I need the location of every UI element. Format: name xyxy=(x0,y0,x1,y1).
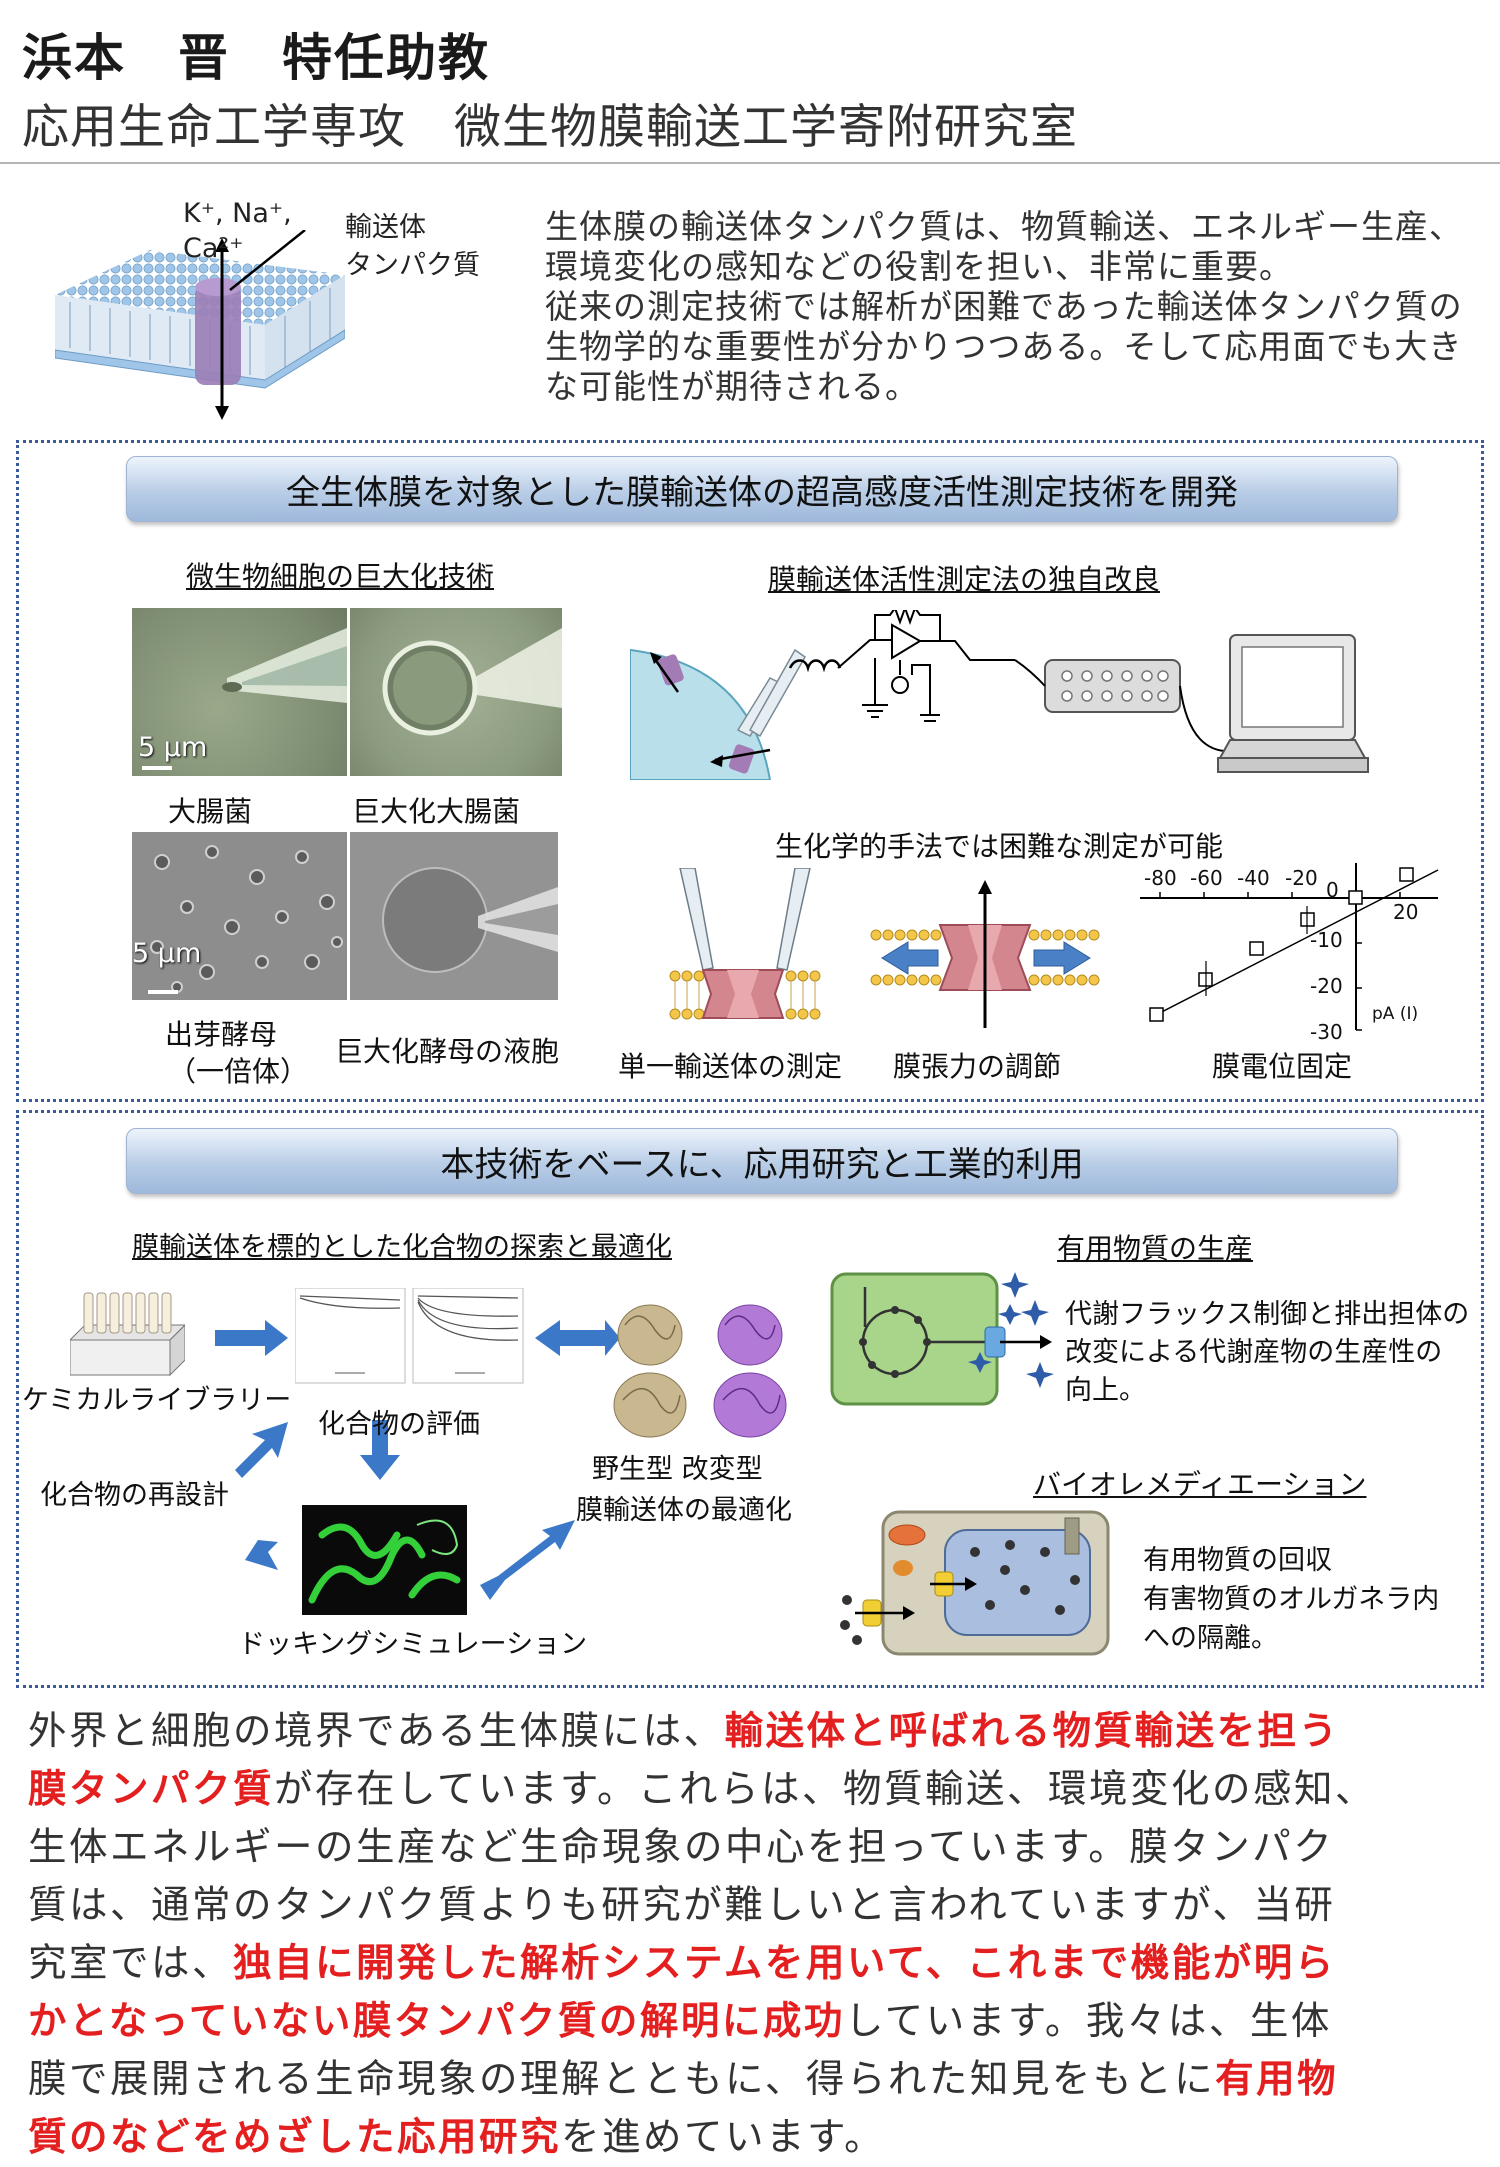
intro-text-line: 従来の測定技術では解析が困難であった輸送体タンパク質の xyxy=(545,287,1463,326)
micrograph-giant-yeast xyxy=(350,832,558,1000)
bioremediation-text-line: 有用物質の回収 xyxy=(1143,1545,1332,1576)
summary-highlight: 有用物 xyxy=(1215,2057,1339,2102)
iv-xtick: 0 xyxy=(1326,878,1339,902)
summary-highlight: 質のなどをめざした応用研究 xyxy=(28,2115,562,2160)
summary-text: が存在しています。これらは、物質輸送、環境変化の感知、 xyxy=(274,1767,1377,1812)
chem-library-label: ケミカルライブラリー xyxy=(22,1385,292,1416)
summary-line: 質は、通常のタンパク質よりも研究が難しいと言われていますが、当研 xyxy=(28,1874,1335,1930)
iv-curve-plot xyxy=(1140,863,1439,1031)
evaluation-label: 化合物の評価 xyxy=(318,1409,480,1440)
caption-single-transporter: 単一輸送体の測定 xyxy=(618,1050,843,1083)
summary-line: 究室では、独自に開発した解析システムを用いて、これまで機能が明ら xyxy=(28,1932,1336,1988)
compound-search-heading: 膜輸送体を標的とした化合物の探索と最適化 xyxy=(132,1232,672,1263)
page-title: 浜本 晋 特任助教 xyxy=(22,29,490,87)
scale-label: 5 μm xyxy=(132,938,202,969)
section-applied-research xyxy=(16,1110,1484,1688)
docking-label: ドッキングシミュレーション xyxy=(238,1629,588,1660)
summary-line: 膜タンパク質が存在しています。これらは、物質輸送、環境変化の感知、 xyxy=(28,1758,1376,1814)
protein-label: タンパク質 xyxy=(345,250,480,281)
chemical-library-icon xyxy=(70,1292,185,1377)
caption-giant-yeast: 巨大化酵母の液胞 xyxy=(335,1035,560,1068)
summary-text: 外界と細胞の境界である生体膜には、 xyxy=(28,1709,725,1754)
summary-line: かとなっていない膜タンパク質の解明に成功しています。我々は、生体 xyxy=(28,1990,1332,2046)
production-text-line: 改変による代謝産物の生産性の xyxy=(1065,1337,1443,1368)
caption-yeast: 出芽酵母 xyxy=(165,1018,278,1051)
production-heading: 有用物質の生産 xyxy=(1057,1232,1254,1265)
intro-text-line: な可能性が期待される。 xyxy=(545,367,919,406)
wild-mutant-label: 野生型 改変型 xyxy=(592,1454,763,1485)
bioremediation-heading: バイオレメディエーション xyxy=(1033,1468,1367,1501)
activity-measurement-heading: 膜輸送体活性測定法の独自改良 xyxy=(768,563,1161,596)
header-divider xyxy=(0,162,1500,164)
ion-label: Ca²⁺ xyxy=(183,233,244,264)
scale-bar xyxy=(142,766,172,770)
section-measurement-technology xyxy=(16,440,1484,1102)
iv-ylabel: pA (I) xyxy=(1372,1004,1419,1024)
intro-text-line: 環境変化の感知などの役割を担い、非常に重要。 xyxy=(545,247,1293,286)
single-transporter-diagram xyxy=(669,868,821,1020)
compound-workflow-arrows xyxy=(215,1320,620,1600)
micrograph-giant-ecoli xyxy=(350,608,562,776)
summary-text: 究室では、 xyxy=(28,1941,234,1986)
section2-banner: 本技術をベースに、応用研究と工業的利用 xyxy=(126,1128,1398,1194)
caption-ecoli: 大腸菌 xyxy=(168,795,253,828)
iv-xtick: -40 xyxy=(1237,866,1270,890)
redesign-label: 化合物の再設計 xyxy=(40,1480,229,1511)
bioremediation-text-line: への隔離。 xyxy=(1143,1623,1278,1654)
summary-text: 膜で展開される生命現象の理解とともに、得られた知見をもとに xyxy=(28,2057,1216,2102)
iv-ytick: -20 xyxy=(1310,974,1343,998)
summary-line: 膜で展開される生命現象の理解とともに、得られた知見をもとに有用物 xyxy=(28,2048,1338,2104)
iv-ytick: -10 xyxy=(1310,928,1343,952)
summary-highlight: 独自に開発した解析システムを用いて、これまで機能が明ら xyxy=(233,1941,1336,1986)
production-text-line: 代謝フラックス制御と排出担体の xyxy=(1065,1299,1470,1330)
iv-ytick: -30 xyxy=(1310,1020,1343,1044)
summary-line: 外界と細胞の境界である生体膜には、輸送体と呼ばれる物質輸送を担う xyxy=(28,1700,1340,1756)
intro-text-line: 生体膜の輸送体タンパク質は、物質輸送、エネルギー生産、 xyxy=(545,207,1463,246)
protein-label: 輸送体 xyxy=(345,212,426,243)
summary-text: 質は、通常のタンパク質よりも研究が難しいと言われていますが、当研 xyxy=(28,1883,1336,1928)
caption-voltage-clamp: 膜電位固定 xyxy=(1212,1050,1353,1083)
summary-highlight: かとなっていない膜タンパク質の解明に成功 xyxy=(28,1999,845,2044)
bioremediation-text-line: 有害物質のオルガネラ内 xyxy=(1143,1584,1440,1615)
metabolic-production-diagram xyxy=(830,1272,1054,1406)
docking-simulation-image xyxy=(302,1505,467,1615)
scale-bar xyxy=(148,990,178,994)
iv-xtick: 20 xyxy=(1393,900,1419,924)
summary-line: 質のなどをめざした応用研究を進めています。 xyxy=(28,2106,885,2162)
transporter-structures-image xyxy=(613,1304,787,1438)
giant-cell-heading: 微生物細胞の巨大化技術 xyxy=(186,560,495,593)
iv-xtick: -80 xyxy=(1144,866,1177,890)
caption-yeast-haploid: （一倍体） xyxy=(168,1055,309,1088)
ion-label: K⁺, Na⁺, xyxy=(183,198,292,229)
caption-tension: 膜張力の調節 xyxy=(893,1050,1062,1083)
summary-line: 生体エネルギーの生産など生命現象の中心を担っています。膜タンパク xyxy=(28,1816,1334,1872)
summary-text: 生体エネルギーの生産など生命現象の中心を担っています。膜タンパク xyxy=(28,1825,1335,1870)
patch-clamp-setup-diagram xyxy=(630,610,1369,780)
iv-xtick: -60 xyxy=(1190,866,1223,890)
caption-giant-ecoli: 巨大化大腸菌 xyxy=(352,795,521,828)
micrograph-yeast xyxy=(132,832,347,1000)
membrane-illustration xyxy=(55,230,345,420)
scale-label: 5 μm xyxy=(138,732,208,763)
intro-text-line: 生物学的な重要性が分かりつつある。そして応用面でも大き xyxy=(545,327,1463,366)
micrograph-ecoli xyxy=(132,608,347,776)
summary-highlight: 輸送体と呼ばれる物質輸送を担う xyxy=(724,1709,1340,1754)
membrane-tension-diagram xyxy=(870,880,1100,1028)
iv-xtick: -20 xyxy=(1285,866,1318,890)
department-title: 応用生命工学専攻 微生物膜輸送工学寄附研究室 xyxy=(22,100,1078,155)
summary-text: を進めています。 xyxy=(561,2115,886,2160)
production-text-line: 向上。 xyxy=(1065,1375,1146,1406)
current-traces-chart xyxy=(295,1288,524,1384)
summary-highlight: 膜タンパク質 xyxy=(28,1767,275,1812)
bioremediation-diagram xyxy=(840,1510,1110,1656)
optimization-label: 膜輸送体の最適化 xyxy=(576,1495,792,1526)
summary-text: しています。我々は、生体 xyxy=(844,1999,1332,2044)
section1-banner: 全生体膜を対象とした膜輸送体の超高感度活性測定技術を開発 xyxy=(126,456,1398,522)
measurement-subheading: 生化学的手法では困難な測定が可能 xyxy=(775,830,1224,863)
